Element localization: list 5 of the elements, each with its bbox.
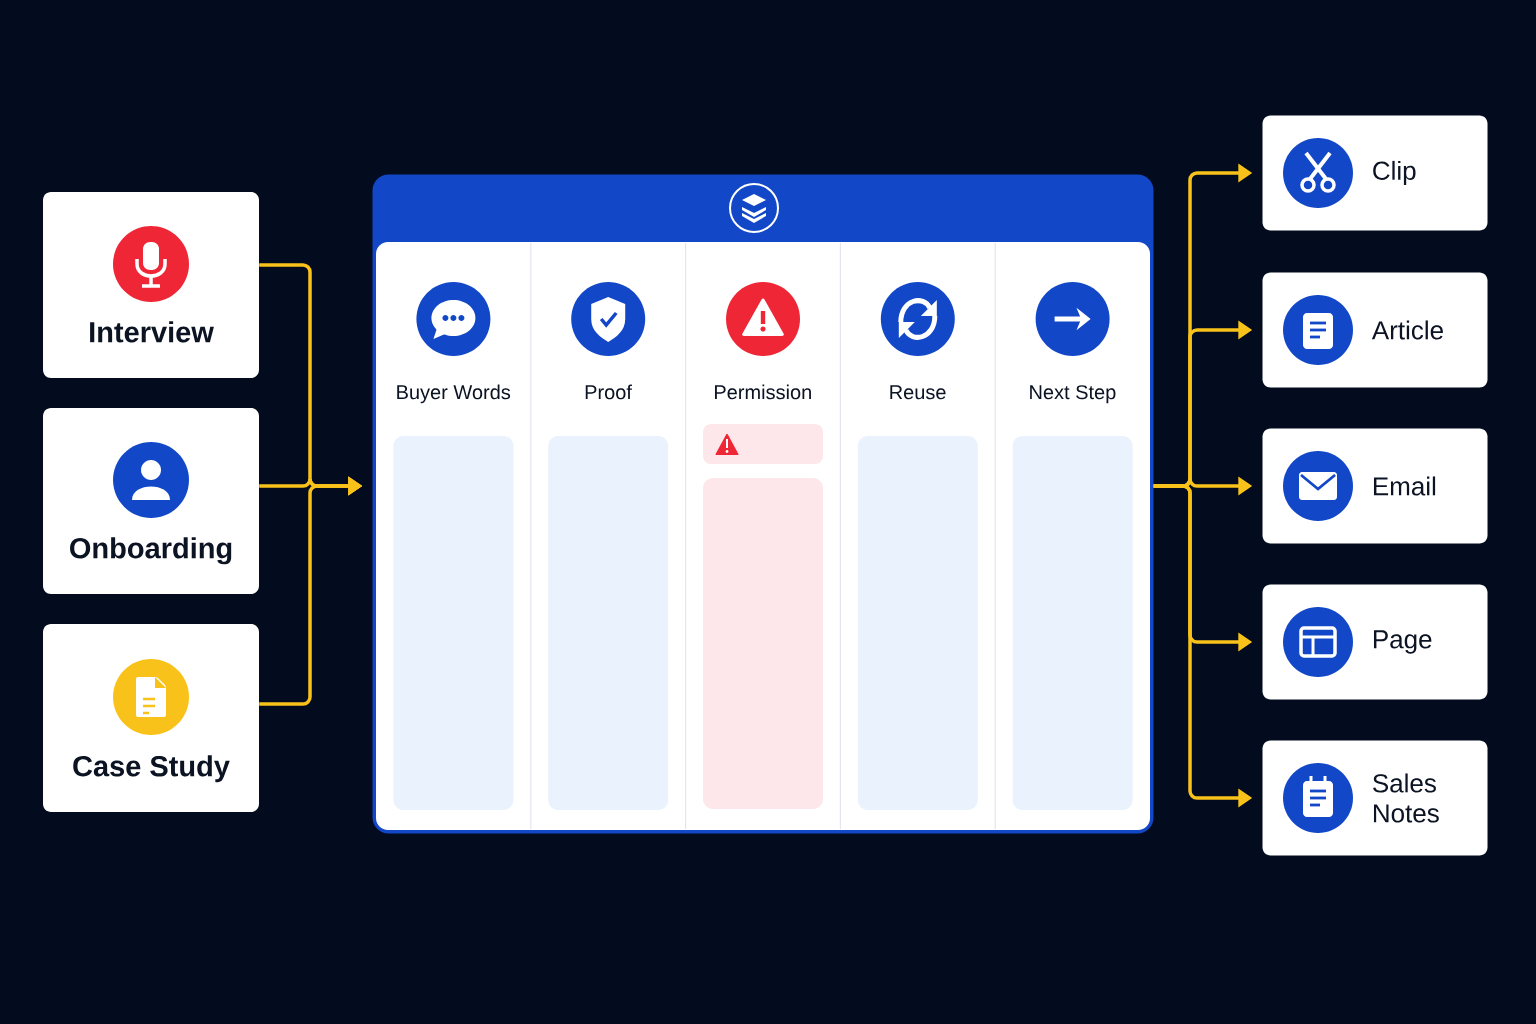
board-column: Buyer Words (397, 384, 511, 404)
board-column: Next Step (1030, 385, 1116, 404)
board-column: Proof (585, 384, 632, 400)
board-column: Permission (715, 384, 811, 400)
board-column: Reuse (890, 385, 946, 400)
